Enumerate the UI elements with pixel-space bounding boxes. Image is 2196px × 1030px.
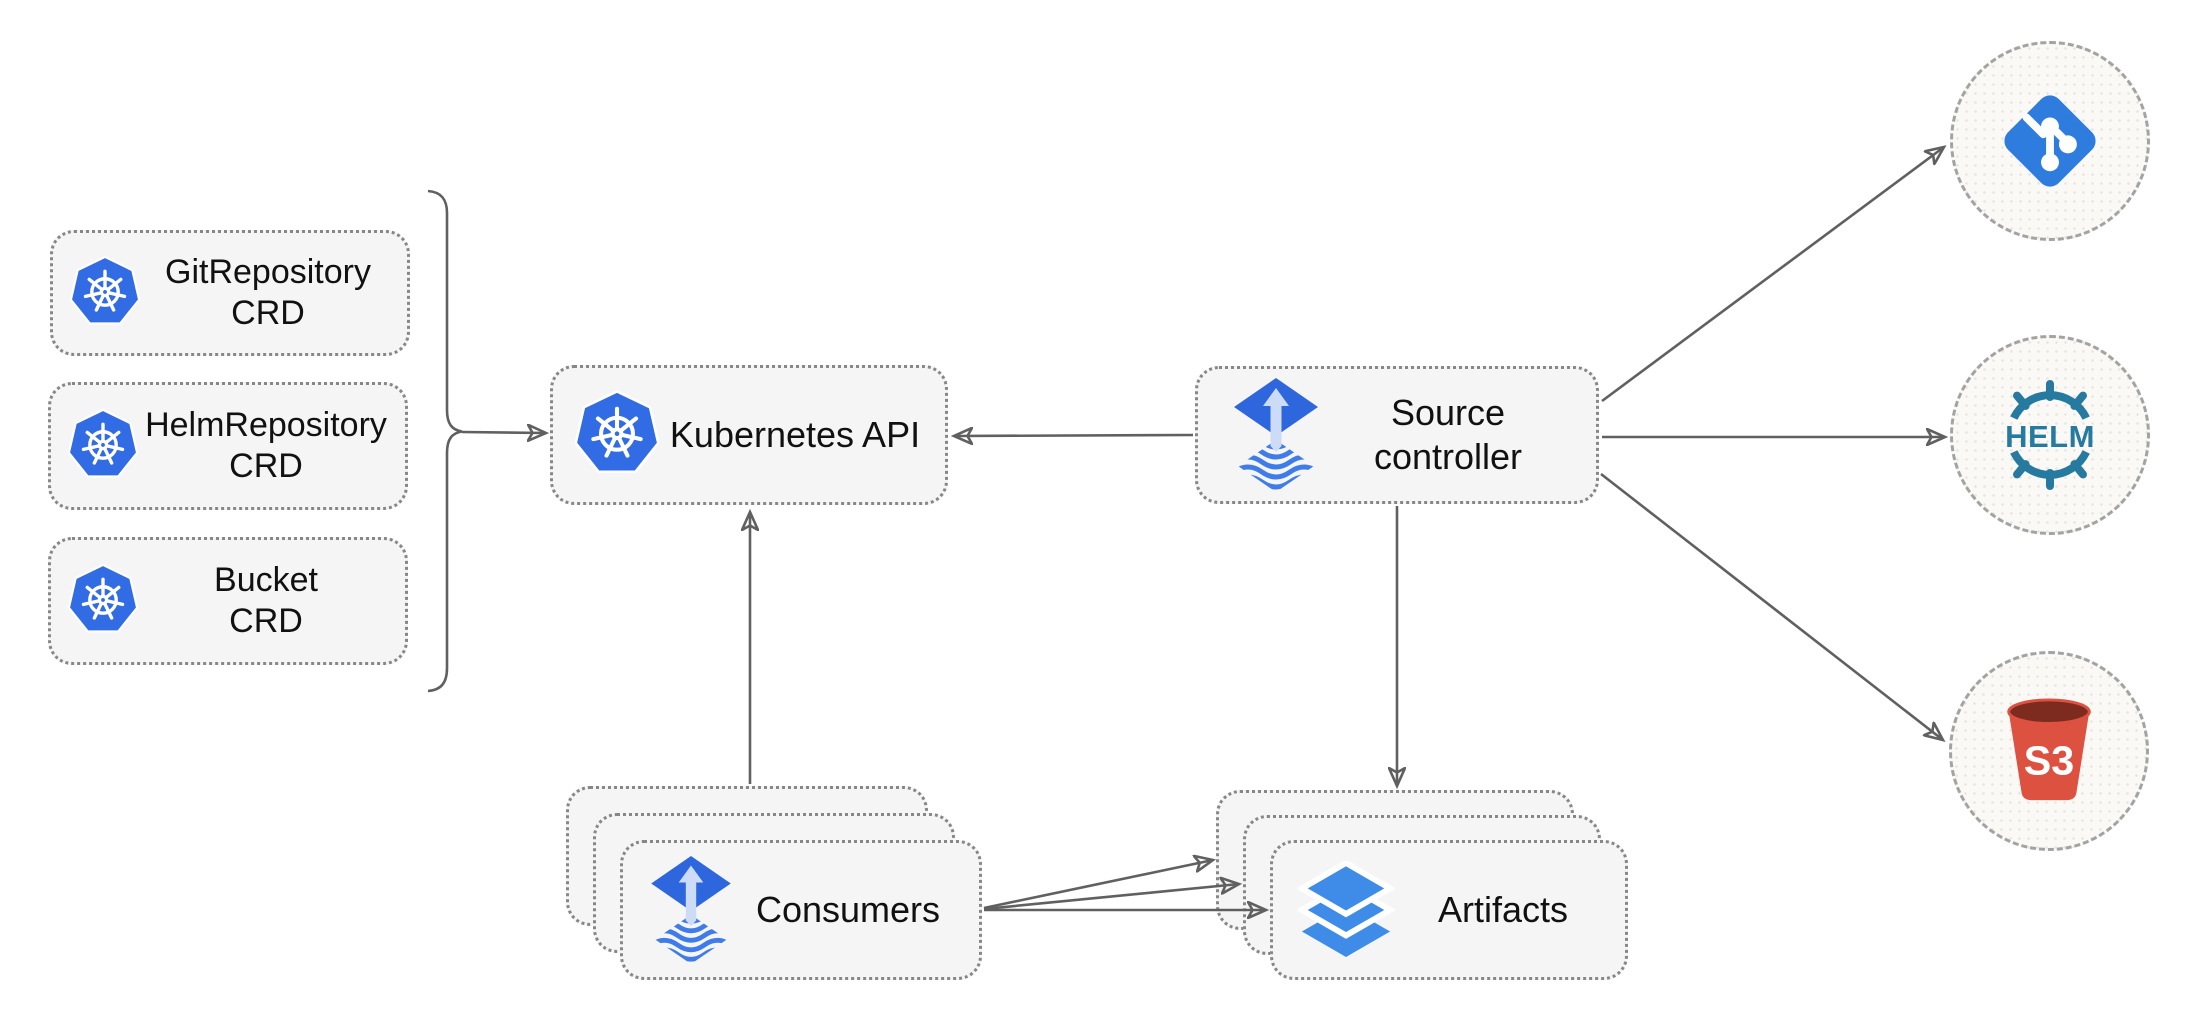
artifacts-label: Artifacts [1437,889,1569,931]
crd-box-helmrepository: HelmRepository CRD [48,382,408,510]
arrow-source-controller-to-kubernetes-api [954,435,1194,436]
source-controller-box: Source controller [1195,366,1599,504]
flux-icon [651,856,731,964]
crd-box-gitrepository: GitRepository CRD [50,230,410,356]
arrow-brace-to-kubernetes-api [461,432,546,433]
helm-icon: HELM [2005,380,2095,490]
layers-icon [1297,861,1395,959]
crd-box-bucket: Bucket CRD [48,537,408,665]
consumers-label: Consumers [755,889,941,931]
kubernetes-api-box: Kubernetes API [550,365,948,505]
source-controller-label: Source controller [1373,392,1523,477]
crd-grouping-brace [427,189,463,693]
crd-box-label: Bucket CRD [214,560,318,640]
crd-box-label: HelmRepository CRD [145,405,387,485]
git-source-circle [1950,41,2150,241]
artifacts-box: Artifacts [1270,840,1628,980]
kubernetes-api-label: Kubernetes API [669,414,921,456]
kubernetes-icon [65,408,141,484]
flux-icon [1234,378,1318,492]
s3-source-circle: S3 [1949,651,2149,851]
helm-label: HELM [2005,419,2095,454]
helm-source-circle: HELM [1950,335,2150,535]
crd-box-label: GitRepository CRD [165,252,371,332]
arrow-source-controller-to-s3 [1600,472,1943,740]
consumers-box: Consumers [620,840,982,980]
kubernetes-icon [571,389,663,481]
kubernetes-icon [67,255,143,331]
kubernetes-icon [65,563,141,639]
s3-bucket-icon: S3 [2007,698,2091,802]
arrow-source-controller-to-git [1601,147,1944,403]
arrow-consumers-to-artifacts-middle [983,884,1239,911]
s3-label: S3 [2024,738,2074,784]
git-icon [1994,85,2106,197]
arrow-consumers-to-artifacts-back [983,860,1213,910]
